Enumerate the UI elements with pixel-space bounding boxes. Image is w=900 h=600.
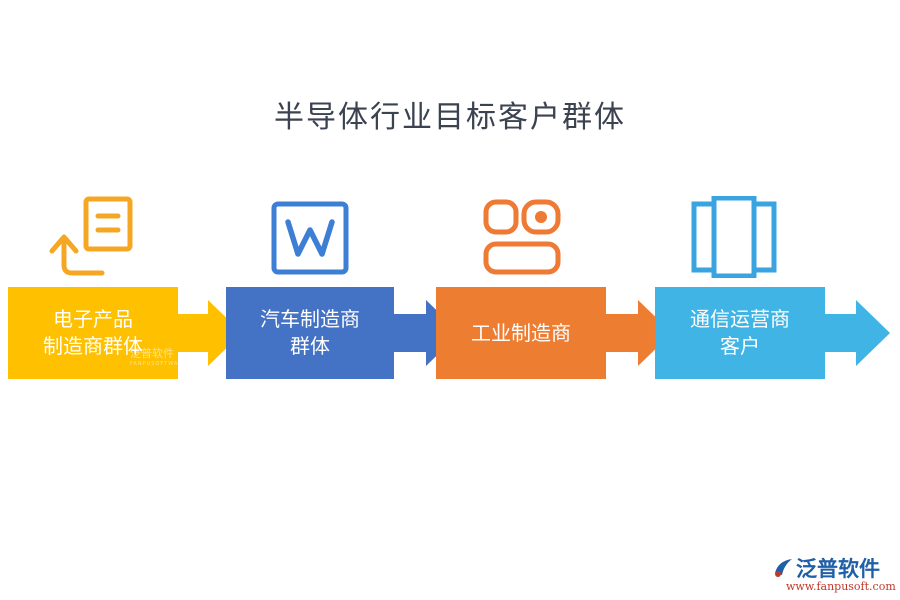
arrow-1 [170,300,242,366]
step-box-4: 通信运营商 客户 [655,287,825,379]
panels-icon [691,196,777,278]
word-document-icon [271,201,349,275]
logo-name: 泛普软件 [796,557,880,581]
step-label-1: 电子产品 制造商群体 [43,307,143,358]
step-label-3: 工业制造商 [471,320,571,345]
logo-mark-icon [775,559,792,577]
watermark: 泛普软件 FANPUSOFTWARE [130,347,187,367]
step-box-2: 汽车制造商 群体 [226,287,394,379]
step-box-1: 电子产品 制造商群体 [8,287,178,379]
arrow-4 [820,300,890,366]
diagram-title: 半导体行业目标客户群体 [274,100,626,135]
storage-device-icon [483,199,561,275]
step-box-3: 工业制造商 [436,287,606,379]
brand-logo: 泛普软件 www.fanpusoft.com [772,553,896,593]
arrow-3 [600,300,672,366]
step-label-2: 汽车制造商 群体 [260,307,360,358]
logo-url: www.fanpusoft.com [786,580,896,593]
step-label-4: 通信运营商 客户 [690,307,790,358]
document-return-icon [49,196,133,276]
